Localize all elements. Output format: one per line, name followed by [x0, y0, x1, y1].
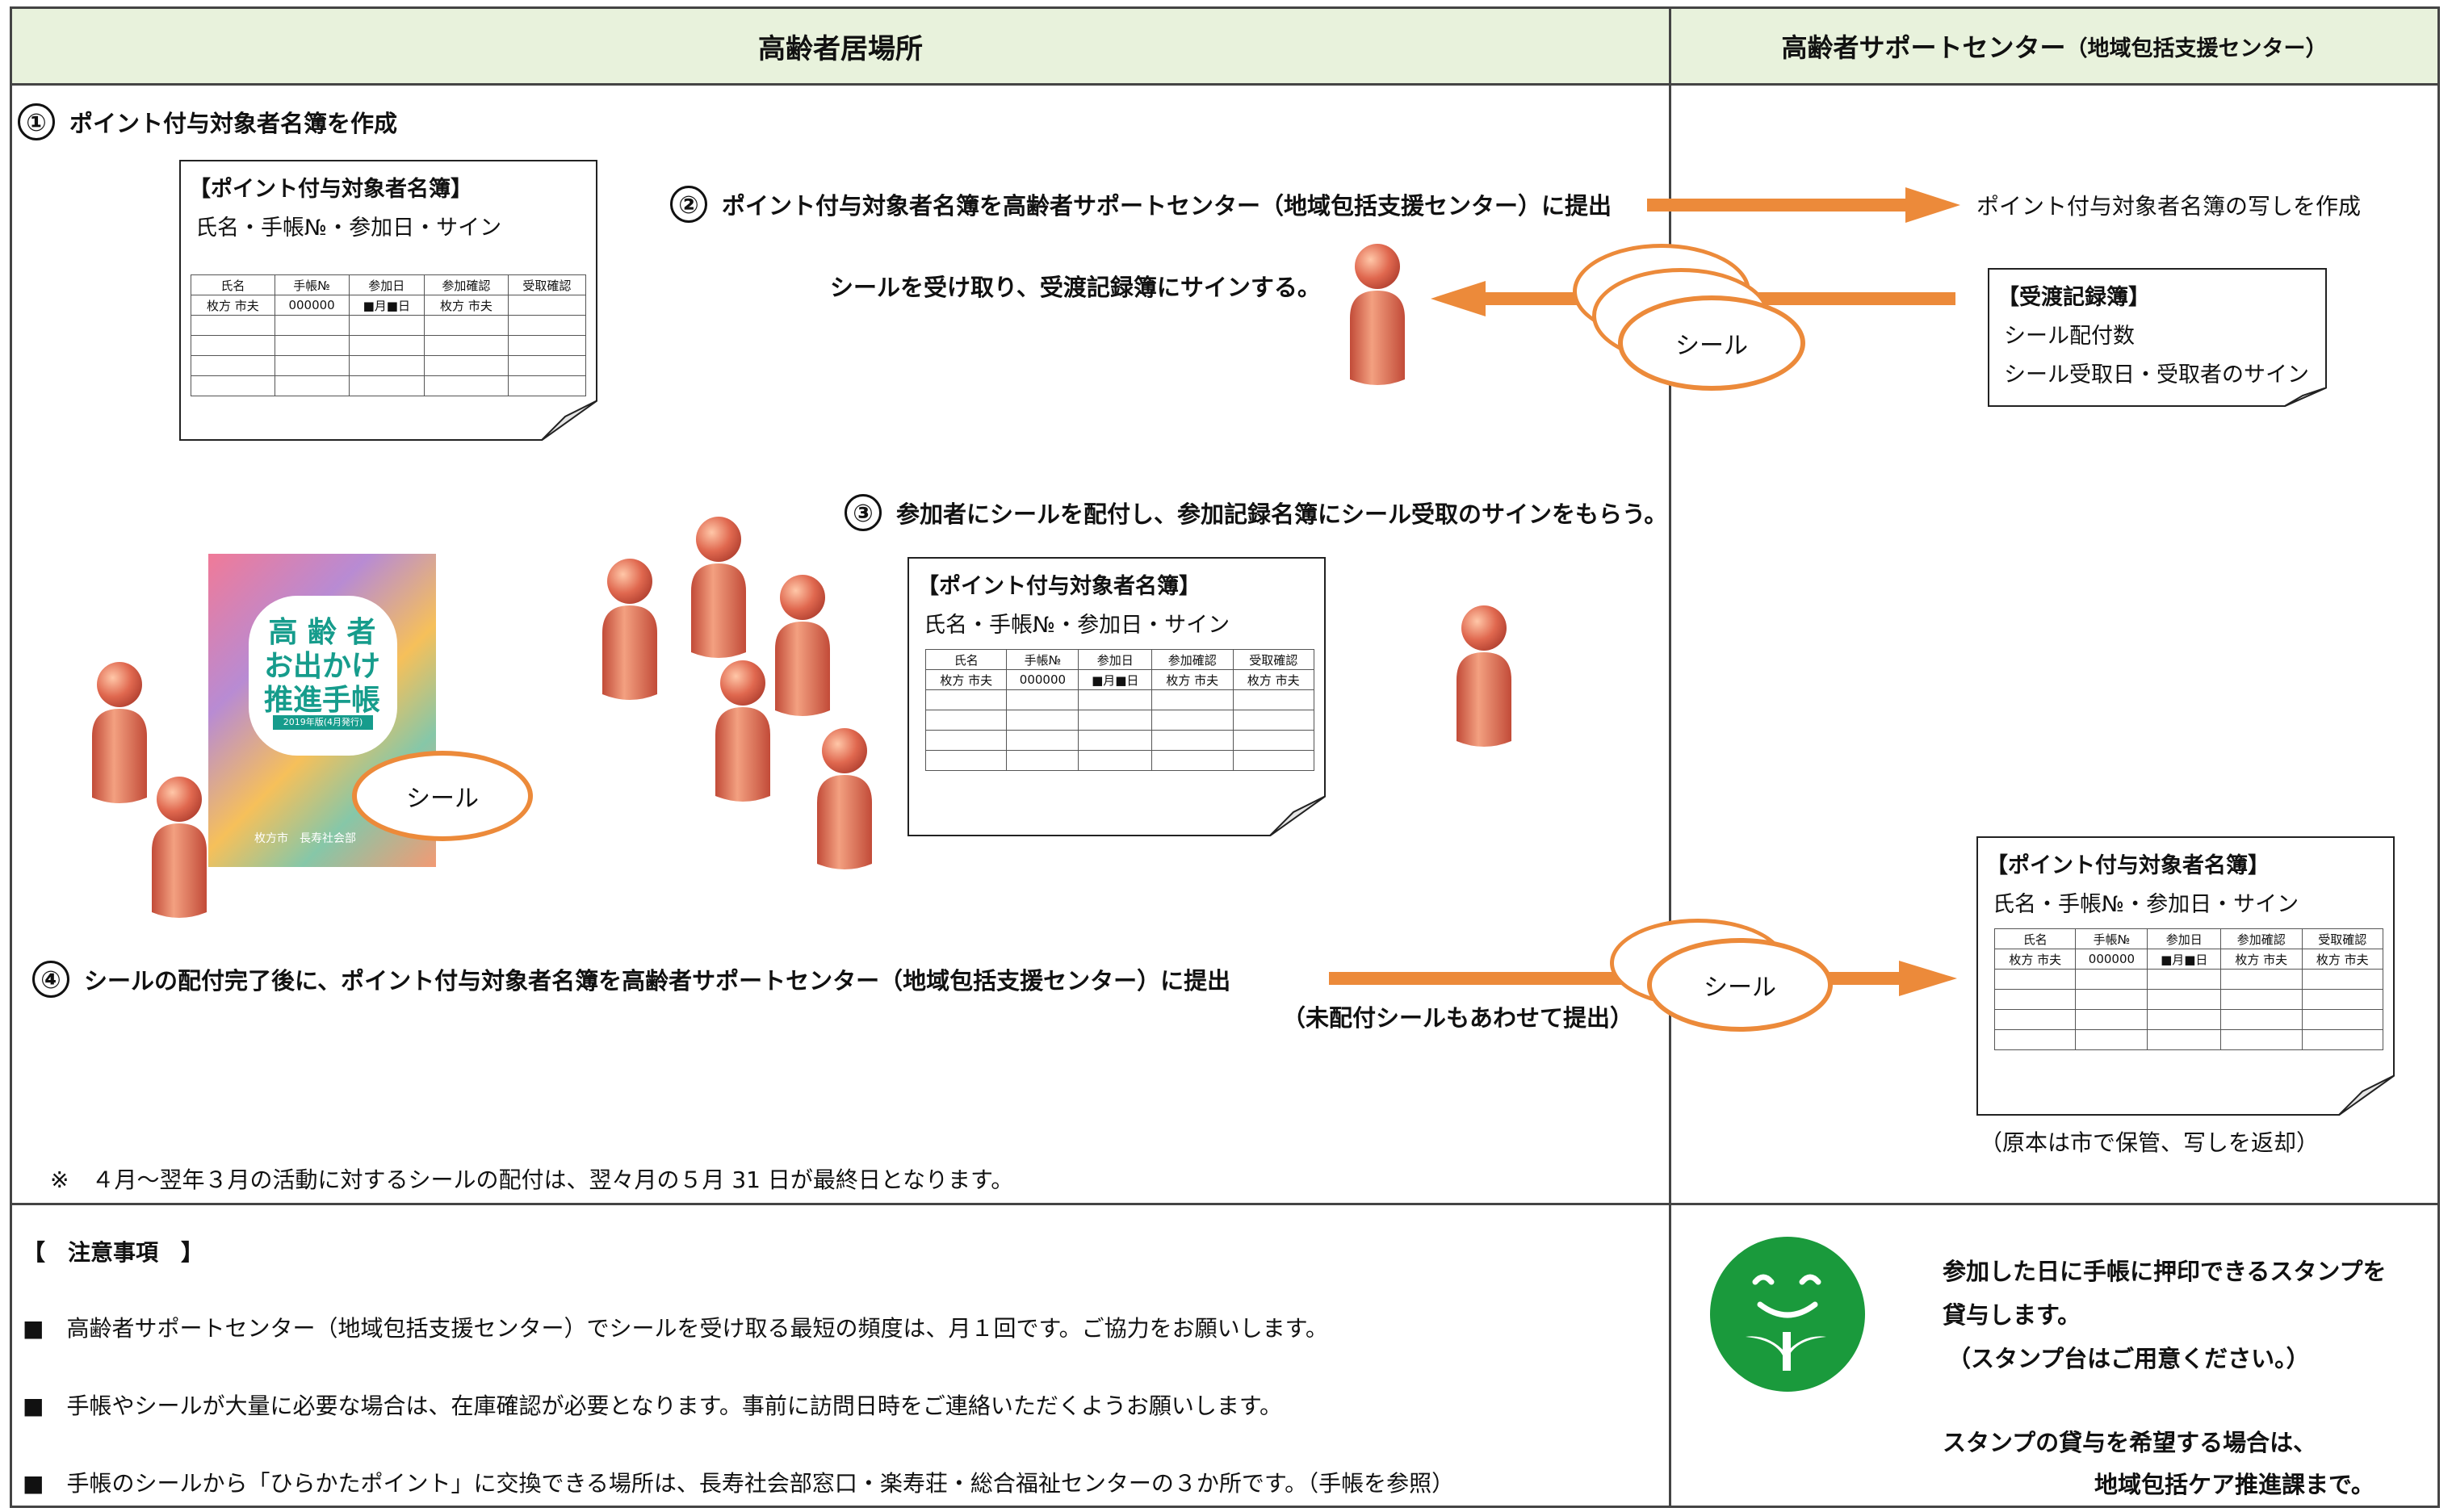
roster-1-title: 【ポイント付与対象者名簿】	[189, 177, 472, 202]
person-figure-icon	[1457, 605, 1511, 747]
note-item: ■ 高齢者サポートセンター（地域包括支援センター）でシールを受け取る最短の頻度は…	[23, 1315, 1328, 1342]
step-3: ③ 参加者にシールを配付し、参加記録名簿にシール受取のサインをもらう。	[845, 494, 1667, 531]
page-curl-icon	[2338, 1075, 2395, 1116]
seal-label: シール	[1618, 295, 1805, 391]
person-figure-icon	[691, 517, 746, 658]
note-item: ■ 手帳のシールから「ひらかたポイント」に交換できる場所は、長寿社会部窓口・楽寿…	[23, 1470, 1455, 1497]
ledger-line-1: シール配付数	[2004, 324, 2135, 349]
booklet-publisher: 枚方市 長寿社会部	[254, 832, 356, 845]
roster-1-subtitle: 氏名・手帳№・参加日・サイン	[195, 216, 502, 241]
step-3-text: 参加者にシールを配付し、参加記録名簿にシール受取のサインをもらう。	[896, 501, 1668, 528]
stamp-text-3: （スタンプ台はご用意ください。）	[1947, 1345, 2310, 1372]
header-left: 高齢者居場所	[10, 6, 1671, 86]
step-3-number: ③	[845, 494, 882, 531]
header-right-title: 高齢者サポートセンター	[1781, 32, 2066, 63]
roster-2-subtitle: 氏名・手帳№・参加日・サイン	[924, 613, 1230, 638]
booklet-seal: シール	[352, 751, 533, 841]
step-2-number: ②	[670, 186, 707, 223]
copy-roster-text: ポイント付与対象者名簿の写しを作成	[1976, 193, 2362, 220]
booklet-title-line-3: 推進手帳	[263, 684, 380, 717]
notes-heading: 【 注意事項 】	[23, 1239, 204, 1266]
footnote: ※ ４月～翌年３月の活動に対するシールの配付は、翌々月の５月 31 日が最終日と…	[50, 1166, 1014, 1193]
page-curl-icon	[2283, 387, 2327, 407]
column-divider	[1669, 6, 1671, 1508]
roster-3-subtitle: 氏名・手帳№・参加日・サイン	[1993, 892, 2299, 917]
stamp-text-2: 貸与します。	[1943, 1301, 2081, 1329]
arrow-right-icon	[1647, 187, 1960, 223]
booklet-title-line-1: 高 齢 者	[268, 616, 376, 649]
stamp-text-1: 参加した日に手帳に押印できるスタンプを	[1943, 1258, 2387, 1285]
step-2-text: ポイント付与対象者名簿を高齢者サポートセンター（地域包括支援センター）に提出	[722, 192, 1612, 220]
seal-label-4: シール	[1647, 938, 1833, 1032]
person-figure-icon	[817, 728, 872, 869]
ledger-line-2: シール受取日・受取者のサイン	[2004, 362, 2309, 387]
page-curl-icon	[1269, 796, 1326, 836]
header-left-title: 高齢者居場所	[758, 32, 923, 65]
step-4-number: ④	[32, 961, 69, 998]
step-2: ② ポイント付与対象者名簿を高齢者サポートセンター（地域包括支援センター）に提出	[670, 186, 1612, 223]
step-2-subtext: シールを受け取り、受渡記録簿にサインする。	[830, 274, 1321, 301]
step-4-subtext: （未配付シールもあわせて提出）	[1282, 1004, 1634, 1032]
step-1-number: ①	[18, 103, 55, 140]
step-4-text: シールの配付完了後に、ポイント付与対象者名簿を高齢者サポートセンター（地域包括支…	[84, 967, 1231, 995]
header-right-subtitle: （地域包括支援センター）	[2065, 36, 2328, 61]
step-4: ④ シールの配付完了後に、ポイント付与対象者名簿を高齢者サポートセンター（地域包…	[32, 961, 1230, 998]
ledger-document: 【受渡記録簿】 シール配付数 シール受取日・受取者のサイン	[1988, 268, 2327, 407]
header-right: 高齢者サポートセンター（地域包括支援センター）	[1669, 6, 2440, 86]
stamp-text-4: スタンプの貸与を希望する場合は、	[1943, 1429, 2317, 1456]
person-figure-icon	[152, 777, 207, 918]
ledger-title: 【受渡記録簿】	[1997, 285, 2150, 310]
step-1-text: ポイント付与対象者名簿を作成	[69, 110, 398, 137]
notes-divider	[10, 1203, 2440, 1205]
person-figure-icon	[775, 575, 830, 716]
step-1: ① ポイント付与対象者名簿を作成	[18, 103, 397, 140]
stamp-text-5: 地域包括ケア推進課まで。	[2094, 1471, 2374, 1498]
person-figure-icon	[92, 662, 147, 803]
roster-3-title: 【ポイント付与対象者名簿】	[1986, 853, 2270, 878]
page-curl-icon	[541, 400, 597, 441]
sprout-stamp-icon	[1710, 1237, 1865, 1392]
note-item: ■ 手帳やシールが大量に必要な場合は、在庫確認が必要となります。事前に訪問日時を…	[23, 1393, 1283, 1419]
person-figure-icon	[602, 559, 657, 700]
roster-2-title: 【ポイント付与対象者名簿】	[917, 574, 1201, 599]
person-figure-icon	[715, 660, 770, 802]
person-figure-icon	[1350, 244, 1405, 385]
booklet-title-line-2: お出かけ	[263, 650, 380, 683]
booklet-edition: 2019年版(4月発行)	[273, 715, 373, 730]
return-note: （原本は市で保管、写しを返却）	[1980, 1129, 2320, 1156]
